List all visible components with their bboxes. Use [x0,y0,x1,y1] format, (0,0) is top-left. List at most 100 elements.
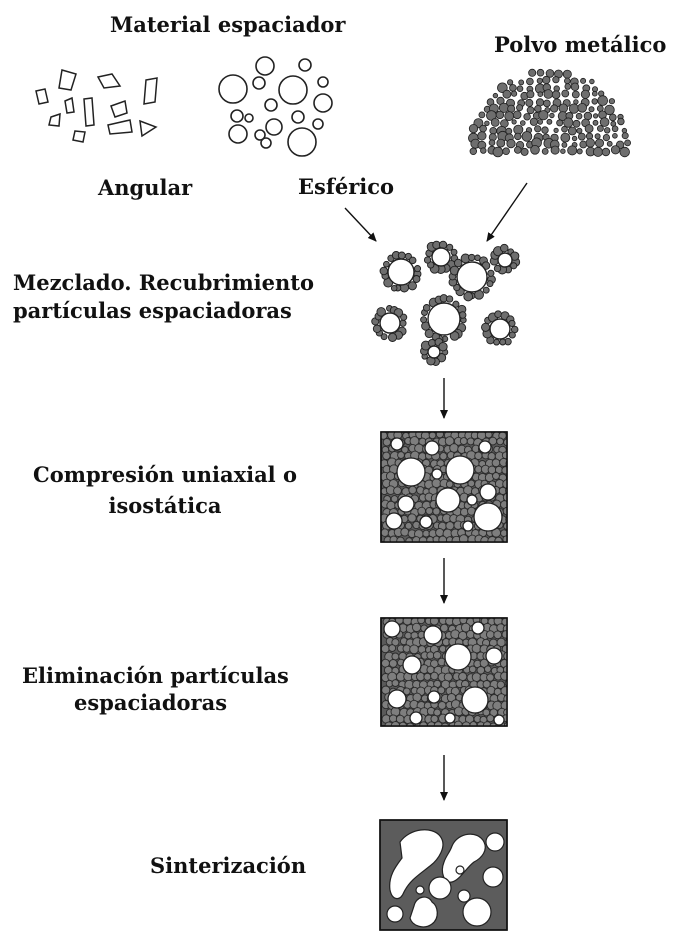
particle [390,437,404,451]
particle [551,90,561,99]
particle [413,265,422,273]
particle [580,77,587,84]
particle [571,135,578,142]
particle [576,148,583,155]
particle [608,98,616,105]
particle [546,118,553,125]
particle [397,495,415,513]
particle [526,90,535,99]
particle [428,432,437,440]
particle [486,714,495,723]
particle [577,132,586,141]
particle [381,644,390,654]
particle [397,451,405,459]
particle [501,466,507,475]
particle [492,146,504,158]
particle [534,104,542,113]
particle [440,623,449,633]
particle [449,443,459,453]
particle [489,318,511,340]
particle [530,145,540,155]
particle [400,313,408,321]
particle [496,680,505,689]
particle [536,68,545,77]
particle [479,483,497,501]
particle [500,671,507,681]
particle [571,90,580,99]
particle [584,124,594,134]
particle [423,256,432,264]
particle [453,720,463,726]
particle [591,98,598,105]
particle [519,120,526,126]
particle [503,651,507,661]
particle [387,689,407,709]
particle [427,690,441,704]
particle [494,310,502,319]
particle [401,446,409,454]
particle [383,260,390,268]
particle [564,83,572,90]
particle [595,138,605,148]
particle [424,328,434,339]
particle [561,141,568,148]
particle [556,119,564,127]
particle [411,622,422,633]
particle [492,472,500,480]
title-material-espaciador: Material espaciador [110,12,346,37]
particle [597,95,608,106]
particle [396,536,405,542]
particle [506,531,507,536]
particle [518,79,525,86]
particle [500,243,509,253]
particle [577,103,587,113]
step-mezclado-line1: Mezclado. Recubrimiento [13,270,314,295]
particle [541,126,549,134]
particle [450,248,458,256]
particle [597,125,604,132]
particle [617,117,625,126]
spacer-removed-compact [380,617,508,727]
particle [432,651,442,660]
particle [537,119,543,125]
particle [463,291,474,302]
particle [508,331,516,339]
particle [445,455,475,485]
particle [588,106,595,113]
particle [545,69,555,78]
particle [608,113,617,122]
particle [430,671,439,681]
particle [535,98,545,107]
particle [521,131,533,142]
particle [444,712,456,724]
particle [495,110,505,120]
particle [497,252,513,268]
particle [484,432,493,439]
particle [383,620,401,638]
particle [619,146,630,158]
particle [592,119,599,126]
step-compresion-line1: Compresión uniaxial o [33,462,297,487]
particle [493,630,503,640]
particle [563,117,574,128]
particle [440,722,450,726]
particle [585,138,596,148]
particle [462,520,474,532]
particle [508,432,515,439]
particle [516,104,524,112]
angular-particles [35,69,158,143]
particle [493,264,502,273]
particle [594,133,601,140]
particle [624,139,631,147]
particle [612,133,618,139]
particle [489,127,498,135]
particle [417,506,427,516]
particle [561,125,568,133]
particle [496,437,504,446]
particle [466,437,475,446]
particle [487,269,495,277]
particle [502,89,512,99]
particle [599,117,610,127]
particle [471,672,482,682]
